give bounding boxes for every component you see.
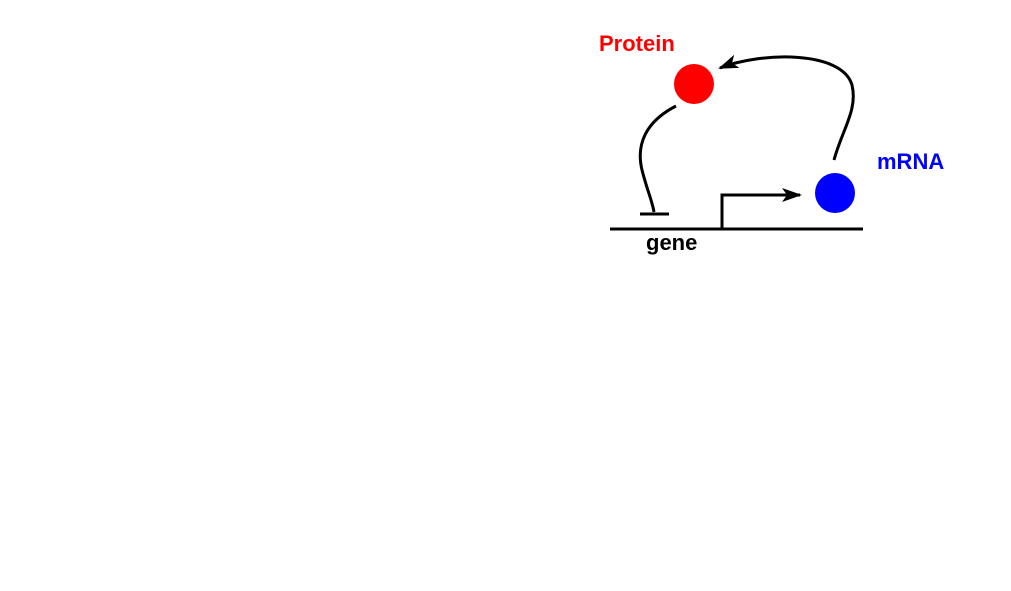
protein-node	[674, 64, 714, 104]
gene-label: gene	[646, 230, 697, 255]
promoter-arrow	[720, 188, 802, 229]
protein-label: Protein	[599, 31, 675, 56]
repression-line	[638, 104, 677, 213]
mrna-node	[815, 173, 855, 213]
mrna-label: mRNA	[877, 149, 944, 174]
translation-arrow	[718, 54, 855, 161]
